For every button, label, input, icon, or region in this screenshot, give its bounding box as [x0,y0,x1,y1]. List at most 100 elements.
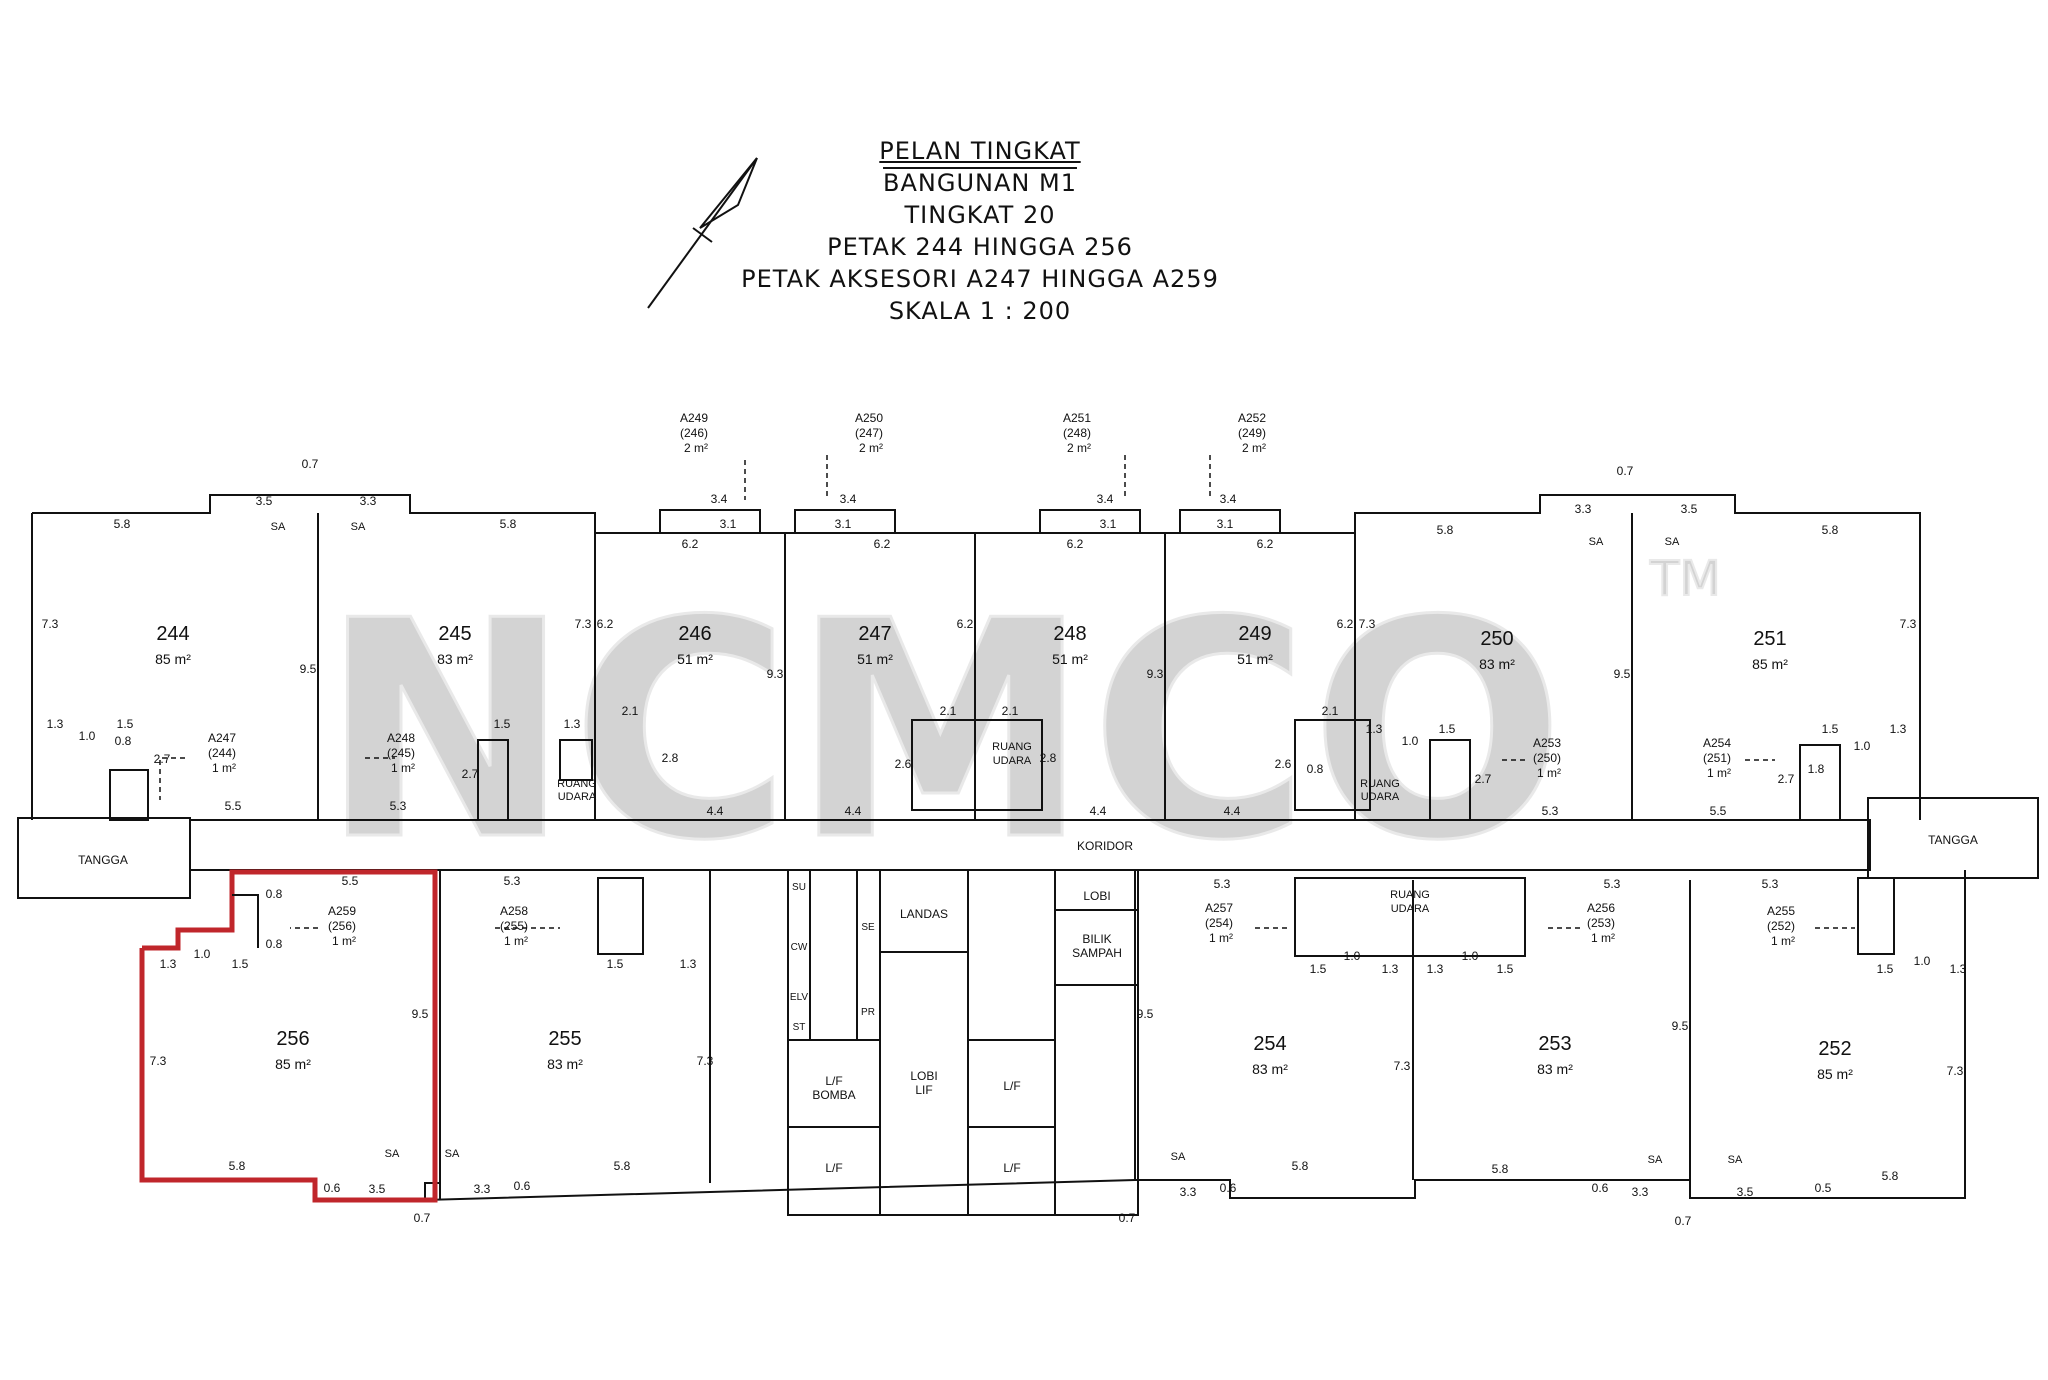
dim-246-44: 4.4 [707,804,724,818]
dim-253-33: 3.3 [1632,1185,1649,1199]
sa-label-1: SA [271,521,286,533]
dim-249-21: 2.1 [1322,704,1339,718]
dim-253-53: 5.3 [1604,877,1621,891]
dim-256-35: 3.5 [369,1182,386,1196]
acc-A252-parent: (249) [1238,426,1266,440]
acc-A259-area: 1 m² [332,934,356,948]
watermark-text: NCMCO [320,557,1565,906]
parcel-255-area: 83 m² [547,1056,583,1072]
ruang-udara-top-center [911,719,1043,811]
dim-255-53: 5.3 [504,874,521,888]
dim-250-top: 5.8 [1437,523,1454,537]
dim-254-07: 0.7 [1119,1211,1136,1225]
dim-249-62-side: 6.2 [1337,617,1354,631]
sa-label-8: SA [1648,1154,1663,1166]
dim-255-13: 1.3 [680,957,697,971]
acc-A254-area: 1 m² [1707,766,1731,780]
st-label: ST [793,1022,806,1033]
dim-248-62: 6.2 [1067,537,1084,551]
dim-246-top: 3.1 [720,517,737,531]
dim-254-95: 9.5 [1137,1007,1154,1021]
dim-253-06: 0.6 [1592,1181,1609,1195]
dim-252-35: 3.5 [1737,1185,1754,1199]
dim-250-95: 9.5 [1614,667,1631,681]
dim-244-08: 0.8 [115,734,132,748]
su-label: SU [792,882,806,893]
dim-256-15: 1.5 [232,957,249,971]
dim-251-top: 5.8 [1822,523,1839,537]
parcel-250-area: 83 m² [1479,656,1515,672]
parcel-246-id: 246 [678,623,711,645]
lif-bomba-label-1: L/F [825,1074,842,1088]
sa-label-4: SA [1665,536,1680,548]
title-line-5: PETAK AKSESORI A247 HINGGA A259 [741,265,1219,293]
lobi-label: LOBI [1083,889,1110,903]
parcel-253-id: 253 [1538,1033,1571,1055]
dim-245-15: 1.5 [494,717,511,731]
ruang-udara-left-label-2: UDARA [558,791,597,803]
dim-256-07: 0.7 [414,1211,431,1225]
acc-A253-area: 1 m² [1537,766,1561,780]
title-line-4: PETAK 244 HINGGA 256 [827,233,1133,261]
dim-247-44: 4.4 [845,804,862,818]
cw-label: CW [791,942,808,953]
acc-A250-parent: (247) [855,426,883,440]
dim-251-13: 1.3 [1890,722,1907,736]
acc-A256-area: 1 m² [1591,931,1615,945]
dim-245-top: 5.8 [500,517,517,531]
parcel-248-id: 248 [1053,623,1086,645]
parcel-248-area: 51 m² [1052,651,1088,667]
dim-252-53: 5.3 [1762,877,1779,891]
bilik-sampah-label-1: BILIK [1082,932,1111,946]
plan-title-block: PELAN TINGKAT BANGUNAN M1 TINGKAT 20 PET… [690,135,1270,327]
acc-A252-id: A252 [1238,411,1266,425]
watermark: NCMCO TM [319,550,1722,908]
dim-251-27: 2.7 [1778,772,1795,786]
ruang-udara-right-label-2: UDARA [1361,791,1400,803]
dim-252-58: 5.8 [1882,1169,1899,1183]
dim-248-28: 2.8 [1040,751,1057,765]
acc-A247-area: 1 m² [212,761,236,775]
accessory-labels: A247 (244) 1 m² A248 (245) 1 m² A249 (24… [208,411,1795,948]
bilik-sampah-label-2: SAMPAH [1072,946,1122,960]
acc-A258-id: A258 [500,904,528,918]
sa-label-9: SA [1728,1154,1743,1166]
room-labels: KORIDOR TANGGA TANGGA RUANG UDARA RUANG … [78,521,1978,1175]
dim-248-93: 9.3 [1147,667,1164,681]
dim-255-33: 3.3 [474,1182,491,1196]
acc-A257-id: A257 [1205,901,1233,915]
dim-249-44: 4.4 [1224,804,1241,818]
acc-A249-parent: (246) [680,426,708,440]
acc-A249-area: 2 m² [684,441,708,455]
dim-251-side: 7.3 [1900,617,1917,631]
dim-247-62-side: 6.2 [957,617,974,631]
dim-254-58: 5.8 [1292,1159,1309,1173]
parcel-251-id: 251 [1753,628,1786,650]
dim-251-55: 5.5 [1710,804,1727,818]
dimension-labels: 5.8 5.8 5.8 5.8 3.5 3.3 3.3 3.5 3.4 3.4 … [42,457,1967,1228]
dim-252-10: 1.0 [1914,954,1931,968]
dim-255-06: 0.6 [514,1179,531,1193]
acc-A256-id: A256 [1587,901,1615,915]
dim-253-07: 0.7 [1675,1214,1692,1228]
parcel-245-area: 83 m² [437,651,473,667]
dim-246-top-b: 3.4 [711,492,728,506]
parcel-250-id: 250 [1480,628,1513,650]
dim-247-21: 2.1 [940,704,957,718]
dim-252-15: 1.5 [1877,962,1894,976]
dim-254-53: 5.3 [1214,877,1231,891]
dim-246-21: 2.1 [622,704,639,718]
dim-247-26: 2.6 [895,757,912,771]
parcel-249-id: 249 [1238,623,1271,645]
dim-254-10: 1.0 [1344,949,1361,963]
acc-A255-parent: (252) [1767,919,1795,933]
dim-249-62: 6.2 [1257,537,1274,551]
parcel-244-area: 85 m² [155,651,191,667]
dim-244-95: 9.5 [300,662,317,676]
dim-244-27: 2.7 [154,752,171,766]
dim-255-58: 5.8 [614,1159,631,1173]
dim-244-10: 1.0 [79,729,96,743]
parcel-252-id: 252 [1818,1038,1851,1060]
corridor-label: KORIDOR [1077,839,1133,853]
acc-A258-area: 1 m² [504,934,528,948]
